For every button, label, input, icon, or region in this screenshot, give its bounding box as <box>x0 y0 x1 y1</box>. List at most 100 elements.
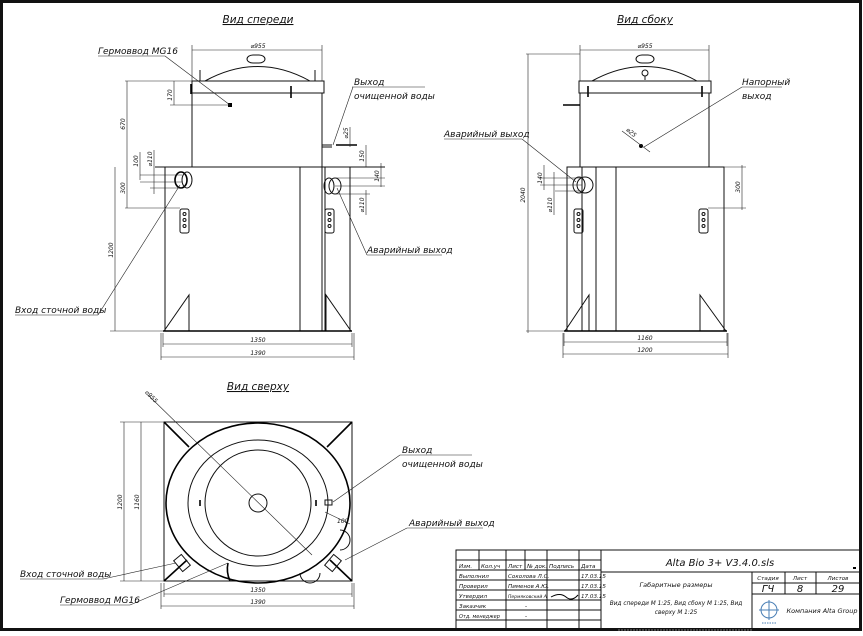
side-pressure-outlet <box>639 144 643 148</box>
front-label-cable-gland: Гермоввод MG16 <box>98 47 178 57</box>
side-lug-left <box>573 208 584 234</box>
front-lug-left <box>179 208 190 234</box>
top-label-clean-outlet-2: очищенной воды <box>402 460 483 470</box>
front-dim-1390: 1390 <box>250 350 265 357</box>
tb-header-list: Лист <box>507 564 523 570</box>
top-dim-1200: 1200 <box>117 494 124 509</box>
front-dim-300: 300 <box>120 182 127 194</box>
side-label-pressure-outlet-1: Напорный <box>742 78 790 88</box>
tb-row: Отд. менеджер - <box>459 614 527 620</box>
top-cable-gland <box>226 562 231 582</box>
side-lid-handle <box>635 54 655 64</box>
signature-mark <box>550 594 579 600</box>
tb-row: Выполнил Соколова Л.С. 17.03.15 <box>459 574 606 580</box>
title-block: Изм. Кол.уч Лист № док. Подпись Дата Вып… <box>455 549 862 630</box>
front-dim-1350: 1350 <box>250 337 265 344</box>
front-label-clean-outlet-1: Выход <box>354 78 384 88</box>
side-label-pressure-outlet-2: выход <box>742 92 771 102</box>
tb-header-date: Дата <box>580 564 596 570</box>
tb-document-code: Alta Bio 3+ V3.4.0.sls <box>665 558 774 569</box>
side-dim-1160: 1160 <box>637 335 652 342</box>
front-leg-right <box>325 293 352 332</box>
tb-sheet-subtitle-1: Вид спереди М 1:25, Вид сбоку М 1:25, Ви… <box>610 601 743 607</box>
tb-date: 17.03.15 <box>581 574 606 580</box>
front-lug-right <box>324 208 335 234</box>
tb-sheet-label: Лист <box>792 576 808 582</box>
front-label-waste-inlet: Вход сточной воды <box>15 306 106 316</box>
tb-header-kol: Кол.уч <box>481 564 501 570</box>
tb-name: Пермяковский А. <box>508 594 548 600</box>
side-dim-2040: 2040 <box>520 187 527 202</box>
side-view: Вид сбоку ⌀955 ⌀25 2040 <box>443 14 790 358</box>
side-upper-body <box>579 92 710 168</box>
top-base-frame <box>163 421 353 582</box>
top-label-emergency-outlet: Аварийный выход <box>408 519 495 529</box>
side-lid-flange <box>578 80 712 94</box>
top-tank-outer <box>165 422 351 584</box>
top-dim-1390: 1390 <box>250 599 265 606</box>
top-view: Вид сверху ⌀955 1200 1160 100 1350 <box>20 381 495 609</box>
tb-stage-value: ГЧ <box>762 584 775 595</box>
tb-header-izm: Изм. <box>459 564 472 570</box>
tb-header-sign: Подпись <box>549 564 574 570</box>
top-dim-dia-955: ⌀955 <box>143 389 159 405</box>
tb-name: Соколова Л.С. <box>508 574 550 580</box>
side-dim-1200: 1200 <box>637 347 652 354</box>
tb-row: Заказчик - <box>459 604 527 610</box>
top-label-cable-gland: Гермоввод MG16 <box>60 596 140 606</box>
tb-role: Выполнил <box>459 574 489 580</box>
front-view-title: Вид спереди <box>223 14 294 26</box>
top-view-title: Вид сверху <box>227 381 290 393</box>
side-lug-right <box>698 208 709 234</box>
front-dim-1200: 1200 <box>108 242 115 257</box>
tb-header-doc: № док. <box>526 564 547 570</box>
side-dim-d25: ⌀25 <box>624 127 637 140</box>
top-emergency-pipe <box>323 553 343 573</box>
side-dim-lid-dia: ⌀955 <box>637 43 652 50</box>
tb-stage-label: Стадия <box>757 576 779 582</box>
side-dim-300: 300 <box>735 181 742 193</box>
top-tank-inner <box>204 449 312 557</box>
tb-sheets-label: Листов <box>827 576 849 582</box>
top-label-waste-inlet: Вход сточной воды <box>20 570 111 580</box>
tb-sheet-value: 8 <box>797 584 803 595</box>
side-view-title: Вид сбоку <box>617 14 674 26</box>
top-label-clean-outlet-1: Выход <box>402 446 432 456</box>
tb-date: 17.03.15 <box>581 584 606 590</box>
front-dim-170: 170 <box>167 89 174 101</box>
front-label-clean-outlet-2: очищенной воды <box>354 92 435 102</box>
tb-sheet-title: Габаритные размеры <box>640 581 713 589</box>
front-dim-150: 150 <box>359 150 366 162</box>
tb-role: Проверил <box>459 584 488 590</box>
tb-row: Проверил Пименов А.Ю. 17.03.15 <box>459 584 606 590</box>
front-dim-100: 100 <box>133 155 140 167</box>
front-leg-left <box>163 293 190 332</box>
front-upper-body <box>191 92 323 168</box>
front-view: Вид спереди <box>15 14 453 360</box>
top-inlet-pipe <box>172 553 192 573</box>
front-lid-dome <box>204 66 311 82</box>
front-inlet-pipe <box>174 171 188 189</box>
tb-sheets-value: 29 <box>832 584 845 595</box>
front-dim-670: 670 <box>120 118 127 130</box>
front-dim-lid-dia: ⌀955 <box>250 43 265 50</box>
tb-role: Утвердил <box>459 594 487 600</box>
tb-row: Утвердил Пермяковский А. 17.03.15 <box>459 594 606 600</box>
tb-role: Заказчик <box>459 604 487 610</box>
tb-company: Компания Alta Group <box>787 607 858 615</box>
tb-name: - <box>525 604 527 610</box>
side-dim-140: 140 <box>537 172 544 184</box>
tb-date: 17.03.15 <box>581 594 606 600</box>
top-dim-100: 100 <box>337 518 349 525</box>
front-label-emergency-outlet: Аварийный выход <box>366 246 453 256</box>
side-dim-d110: ⌀110 <box>547 197 554 212</box>
side-leg-right <box>699 293 727 332</box>
tb-sheet-subtitle-2: сверху М 1:25 <box>655 610 698 616</box>
top-clean-outlet-pipe <box>324 499 333 506</box>
front-dim-d25: ⌀25 <box>343 127 350 138</box>
top-tank-ring <box>187 439 329 567</box>
top-center-hatch <box>248 493 268 513</box>
